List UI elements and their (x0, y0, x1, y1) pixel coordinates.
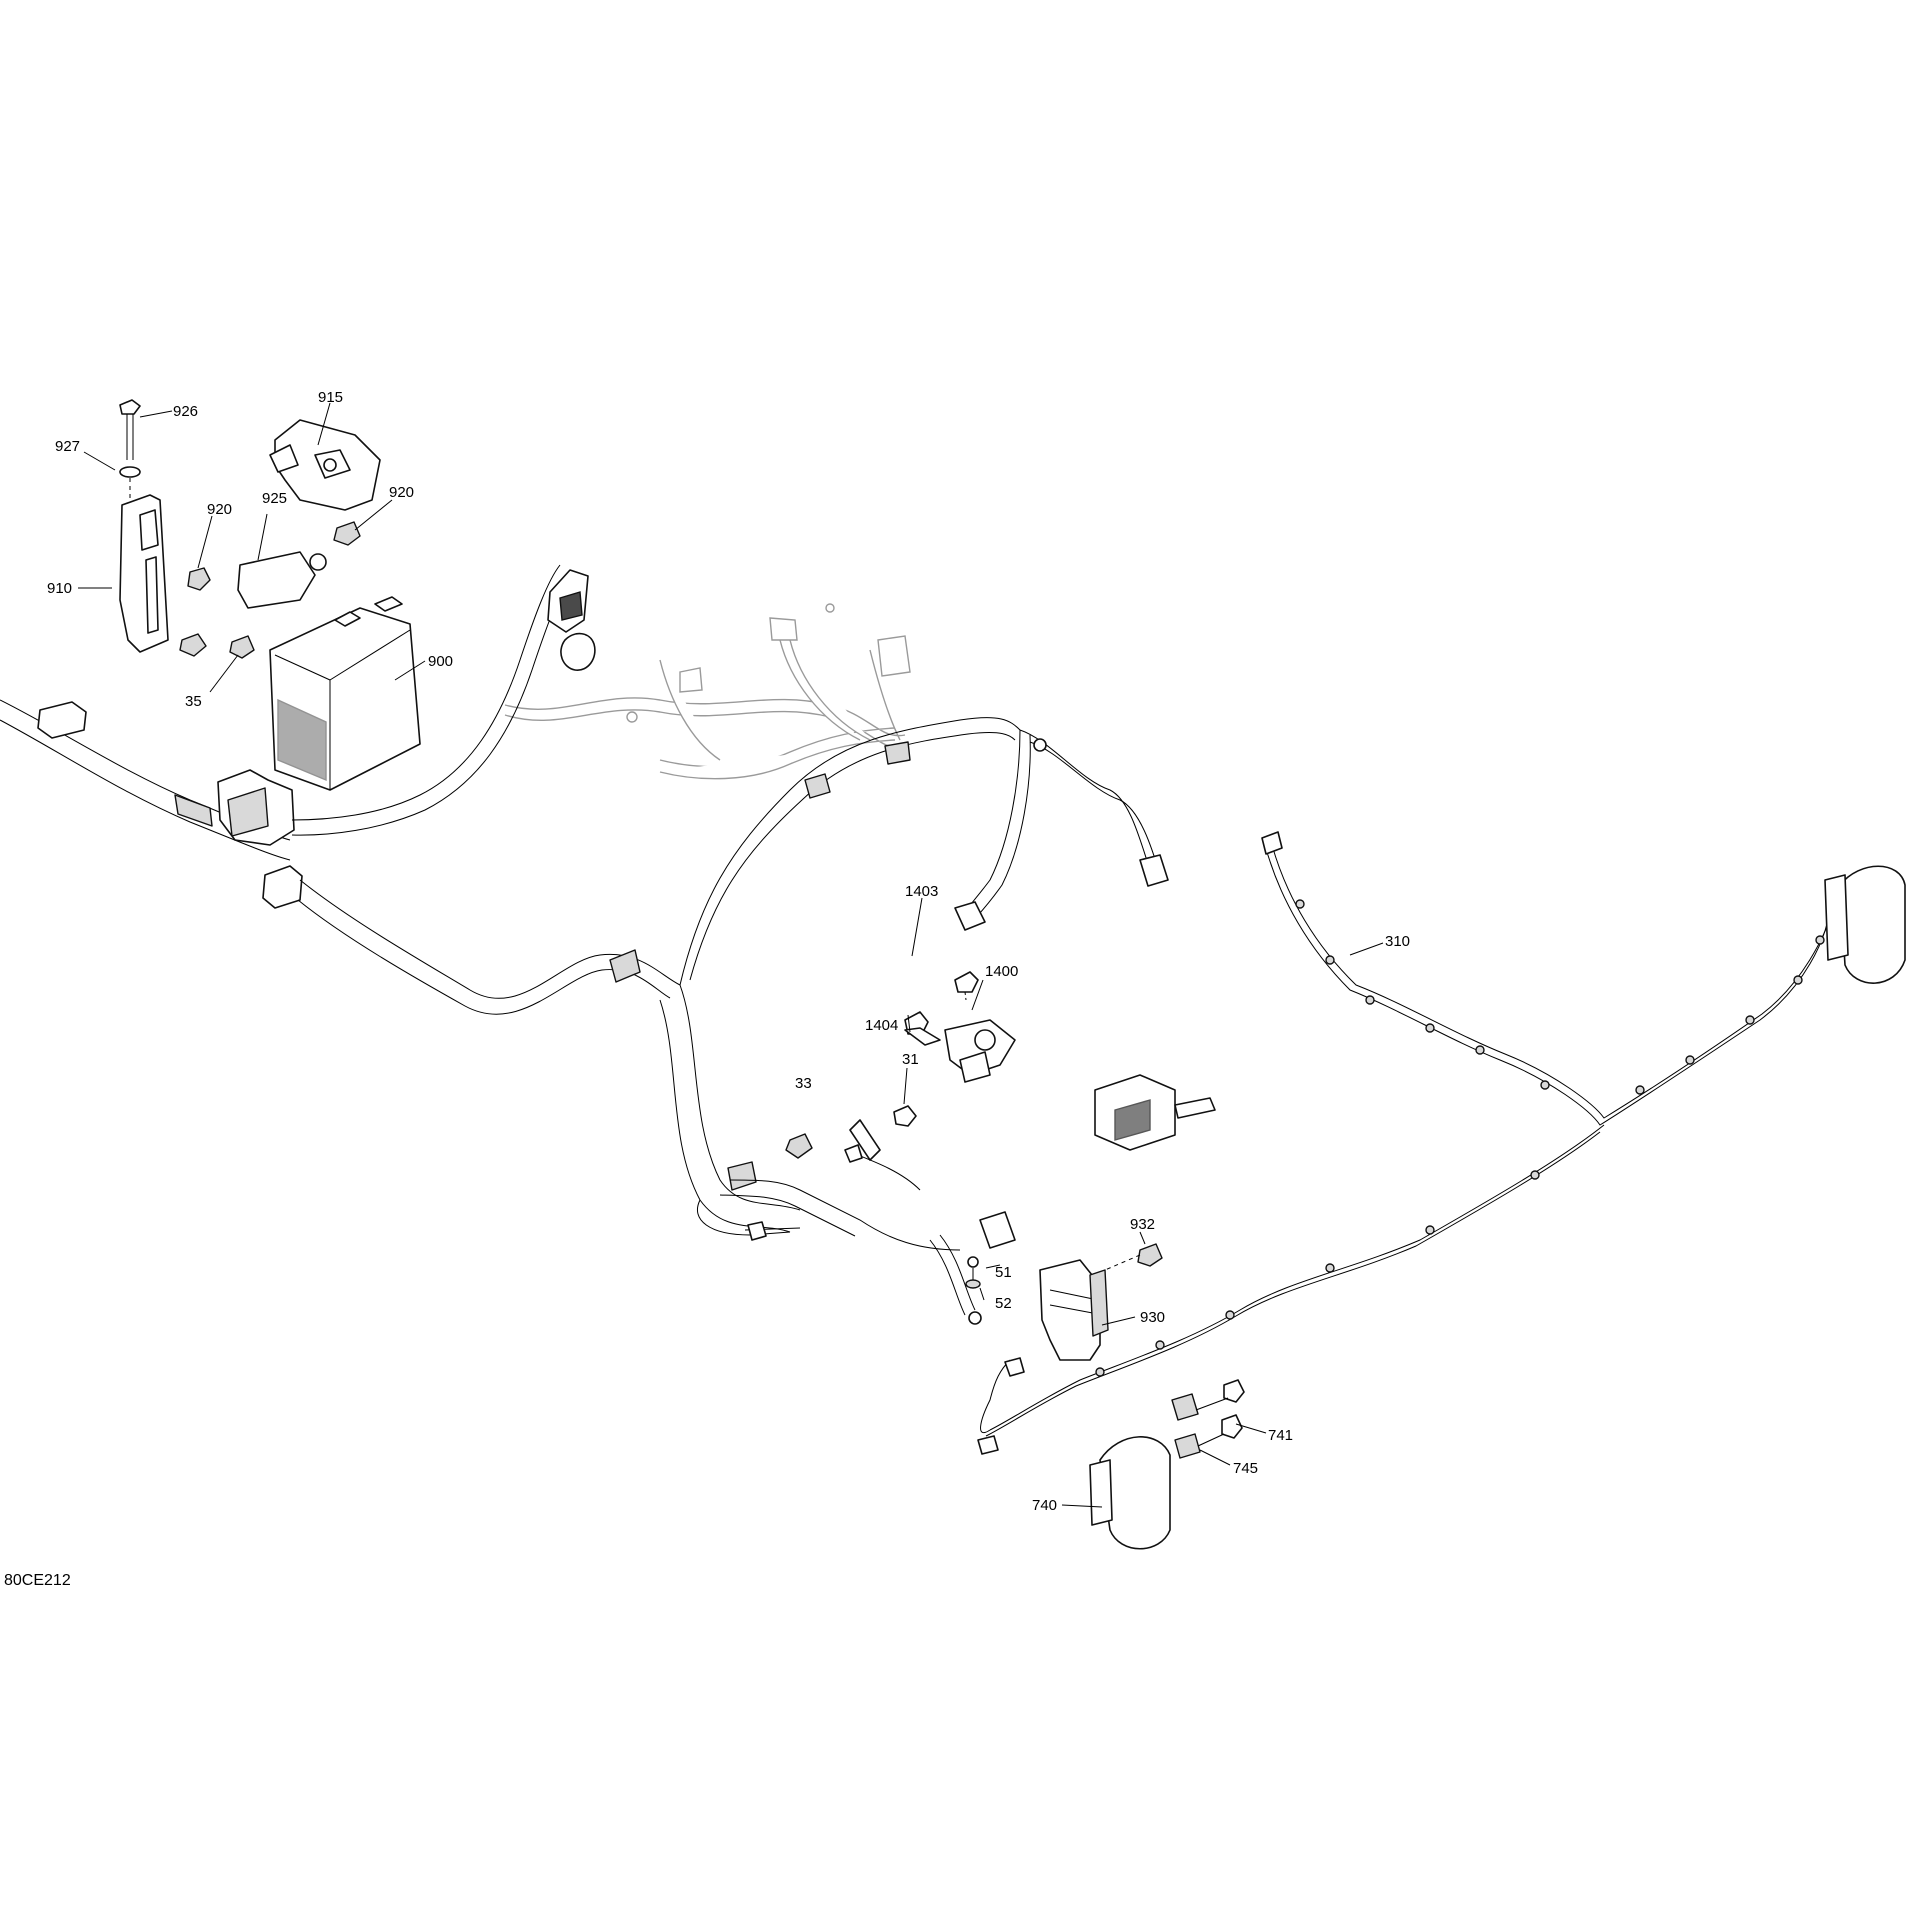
callout-52: 52 (995, 1295, 1012, 1312)
clip-745 (1174, 1433, 1201, 1459)
nut-33 (785, 1133, 813, 1159)
callout-1404: 1404 (865, 1017, 898, 1034)
leader-lines (78, 402, 1384, 1508)
callout-35: 35 (185, 693, 202, 710)
nut-932 (1137, 1243, 1163, 1267)
battery-900 (269, 607, 421, 791)
connector-1403-side (954, 901, 986, 931)
bolt-741 (1221, 1414, 1243, 1439)
callout-1403: 1403 (905, 883, 938, 900)
callout-930: 930 (1140, 1309, 1165, 1326)
callout-925: 925 (262, 490, 287, 507)
main-wiring-harness (0, 564, 1169, 1325)
washer-927 (119, 466, 141, 478)
light-740-right (1839, 865, 1906, 984)
nut-35 (229, 635, 255, 659)
harness-plug (262, 865, 303, 909)
light-740-lower (1089, 1379, 1245, 1550)
bolt-1403 (954, 971, 979, 993)
callout-33: 33 (795, 1075, 812, 1092)
callout-920-left: 920 (207, 501, 232, 518)
callout-900: 900 (428, 653, 453, 670)
callout-910: 910 (47, 580, 72, 597)
callout-915: 915 (318, 389, 343, 406)
washer-52 (965, 1279, 981, 1289)
callout-932: 932 (1130, 1216, 1155, 1233)
bolt-741-upper (1223, 1379, 1245, 1403)
light-740-upper (1824, 865, 1906, 984)
callout-310: 310 (1385, 933, 1410, 950)
battery-assembly (119, 399, 421, 791)
relay (979, 1211, 1016, 1249)
module-930-group (965, 1243, 1163, 1361)
sensor-group-1400 (904, 971, 1016, 1083)
terminal-cover-925 (237, 551, 316, 609)
screw-51 (967, 1256, 979, 1268)
bolt-31 (893, 1105, 917, 1127)
callout-740: 740 (1032, 1497, 1057, 1514)
light-740 (1099, 1436, 1171, 1550)
bolt-926 (119, 399, 141, 415)
module-930 (1039, 1259, 1101, 1361)
callout-51: 51 (995, 1264, 1012, 1281)
nut-920-right (333, 521, 361, 546)
frame-reference-outline (504, 603, 911, 780)
callout-926: 926 (173, 403, 198, 420)
callout-920-right: 920 (389, 484, 414, 501)
callout-927: 927 (55, 438, 80, 455)
fastener-group-31 (785, 1105, 921, 1191)
diagram-reference-code: 80CE212 (4, 1572, 71, 1589)
control-module (1094, 1074, 1216, 1151)
callout-745: 745 (1233, 1460, 1258, 1477)
lights-harness-310 (977, 831, 1837, 1455)
callout-741: 741 (1268, 1427, 1293, 1444)
callout-1400: 1400 (985, 963, 1018, 980)
callout-31: 31 (902, 1051, 919, 1068)
clip-745-upper (1171, 1393, 1199, 1421)
nut-920-lower (179, 633, 207, 657)
callout-labels: 926 927 915 920 920 925 910 900 35 1403 … (47, 389, 1410, 1514)
nut-920-left (187, 567, 211, 591)
harness-end-connector (37, 701, 87, 739)
